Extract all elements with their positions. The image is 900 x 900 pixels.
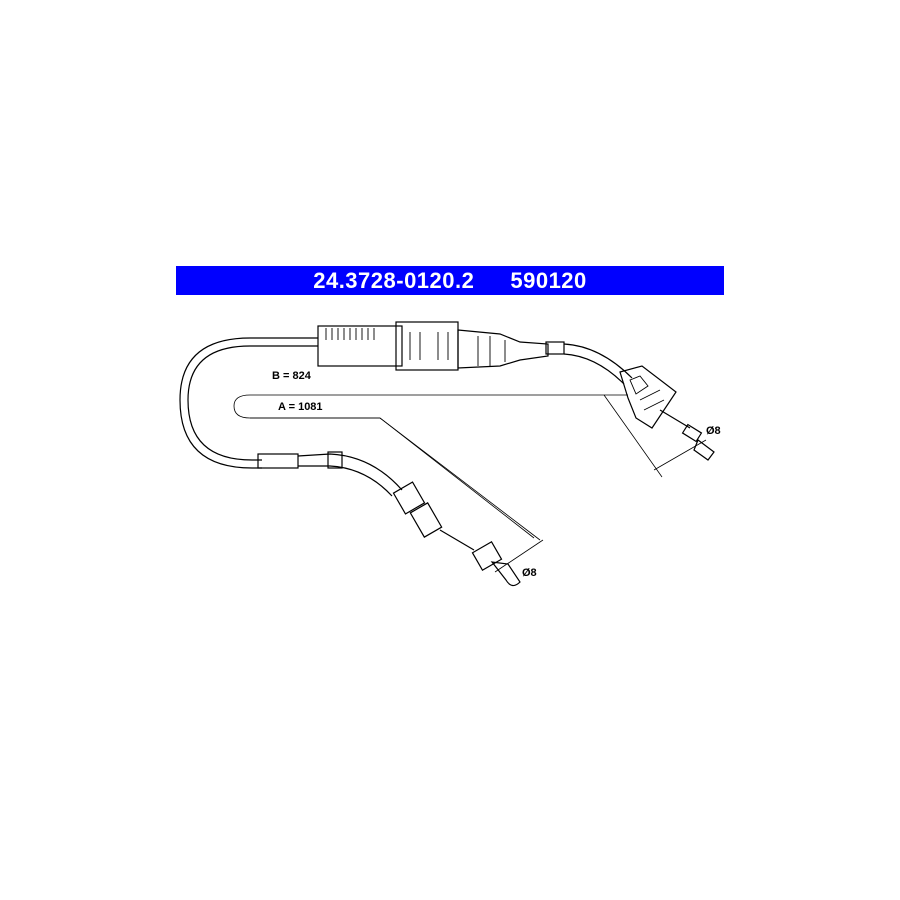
diameter-bottom-label: Ø8 bbox=[522, 567, 537, 579]
reference-number: 590120 bbox=[510, 267, 587, 293]
dimension-line-a bbox=[250, 417, 535, 539]
right-bracket bbox=[619, 365, 677, 429]
dimension-loop-b bbox=[233, 394, 628, 541]
dimension-a-label: A = 1081 bbox=[278, 401, 323, 413]
lower-fitting-body bbox=[392, 481, 426, 515]
dimension-leader-right bbox=[603, 394, 707, 478]
dimension-b-label: B = 824 bbox=[272, 370, 312, 382]
title-banner: 24.3728-0120.2 590120 bbox=[176, 266, 724, 295]
lower-fitting-sleeve bbox=[409, 502, 443, 538]
right-end-tip bbox=[693, 439, 715, 461]
end-ferrule-upper bbox=[545, 341, 565, 355]
lower-end-tip bbox=[490, 561, 521, 587]
lower-ferrule-1 bbox=[257, 453, 299, 469]
housing-nut bbox=[395, 321, 459, 371]
housing-body bbox=[317, 325, 403, 367]
lower-inner-wire bbox=[439, 529, 475, 551]
right-bracket-detail bbox=[629, 375, 665, 411]
lower-sheath-outer bbox=[297, 453, 403, 491]
lower-ferrule-2 bbox=[327, 451, 343, 469]
housing-ribs bbox=[325, 328, 506, 366]
cable-sheath-inner bbox=[187, 345, 318, 461]
lower-sheath-inner bbox=[298, 465, 393, 497]
part-number: 24.3728-0120.2 bbox=[313, 267, 475, 293]
right-end-fitting bbox=[681, 423, 703, 443]
right-sheath-inner bbox=[563, 353, 625, 385]
lower-end-fitting bbox=[471, 541, 503, 571]
diameter-right-label: Ø8 bbox=[706, 425, 721, 437]
dimension-leader-bottom bbox=[494, 539, 544, 573]
right-sheath-outer bbox=[563, 343, 633, 379]
right-inner-wire bbox=[659, 409, 691, 429]
housing-taper bbox=[457, 329, 549, 369]
cable-sheath-outer bbox=[179, 337, 318, 469]
